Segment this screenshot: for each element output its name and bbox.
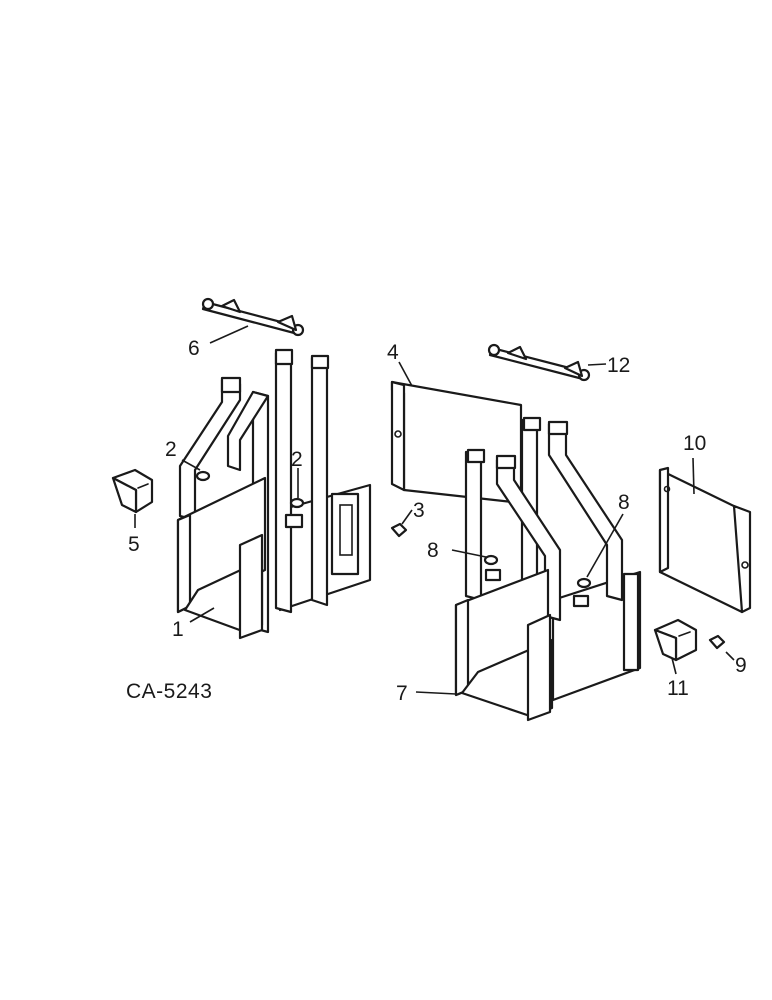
brace-part-12 <box>487 343 591 382</box>
leader-4 <box>398 361 413 387</box>
leader-3 <box>401 509 413 525</box>
leader-lines <box>134 325 735 695</box>
callout-10: 10 <box>683 432 706 455</box>
leader-11 <box>671 657 677 675</box>
bracket-part-5 <box>111 468 154 514</box>
bracket-part-11 <box>653 618 698 662</box>
callout-9: 9 <box>735 654 747 677</box>
callout-labels: 6 2 2 5 1 4 12 3 8 8 10 11 9 7 <box>128 337 747 705</box>
leader-10 <box>692 457 695 495</box>
brace-part-6 <box>201 297 305 337</box>
callout-2a: 2 <box>165 438 177 461</box>
callout-8a: 8 <box>427 539 439 562</box>
callout-12: 12 <box>607 354 630 377</box>
nut-part-3 <box>390 522 408 538</box>
callout-3: 3 <box>413 499 425 522</box>
leader-9 <box>725 651 735 661</box>
panel-part-10 <box>658 466 752 614</box>
battery-box-part-7 <box>454 416 642 722</box>
leader-7 <box>415 691 457 695</box>
nut-part-9 <box>708 634 726 650</box>
leader-12 <box>587 363 607 366</box>
callout-11: 11 <box>667 677 689 700</box>
callout-7: 7 <box>396 682 408 705</box>
battery-box-part-1 <box>176 348 372 640</box>
callout-2b: 2 <box>291 448 303 471</box>
callout-6: 6 <box>188 337 200 360</box>
leader-1 <box>189 607 215 623</box>
callout-4: 4 <box>387 341 399 364</box>
callout-5: 5 <box>128 533 140 556</box>
diagram-code: CA-5243 <box>126 680 212 703</box>
leader-8a <box>451 549 487 558</box>
panel-part-4 <box>390 380 523 505</box>
callout-8b: 8 <box>618 491 630 514</box>
leader-8b <box>586 513 624 578</box>
leader-6 <box>209 325 249 344</box>
callout-1: 1 <box>172 618 184 641</box>
leader-2a <box>181 459 201 471</box>
